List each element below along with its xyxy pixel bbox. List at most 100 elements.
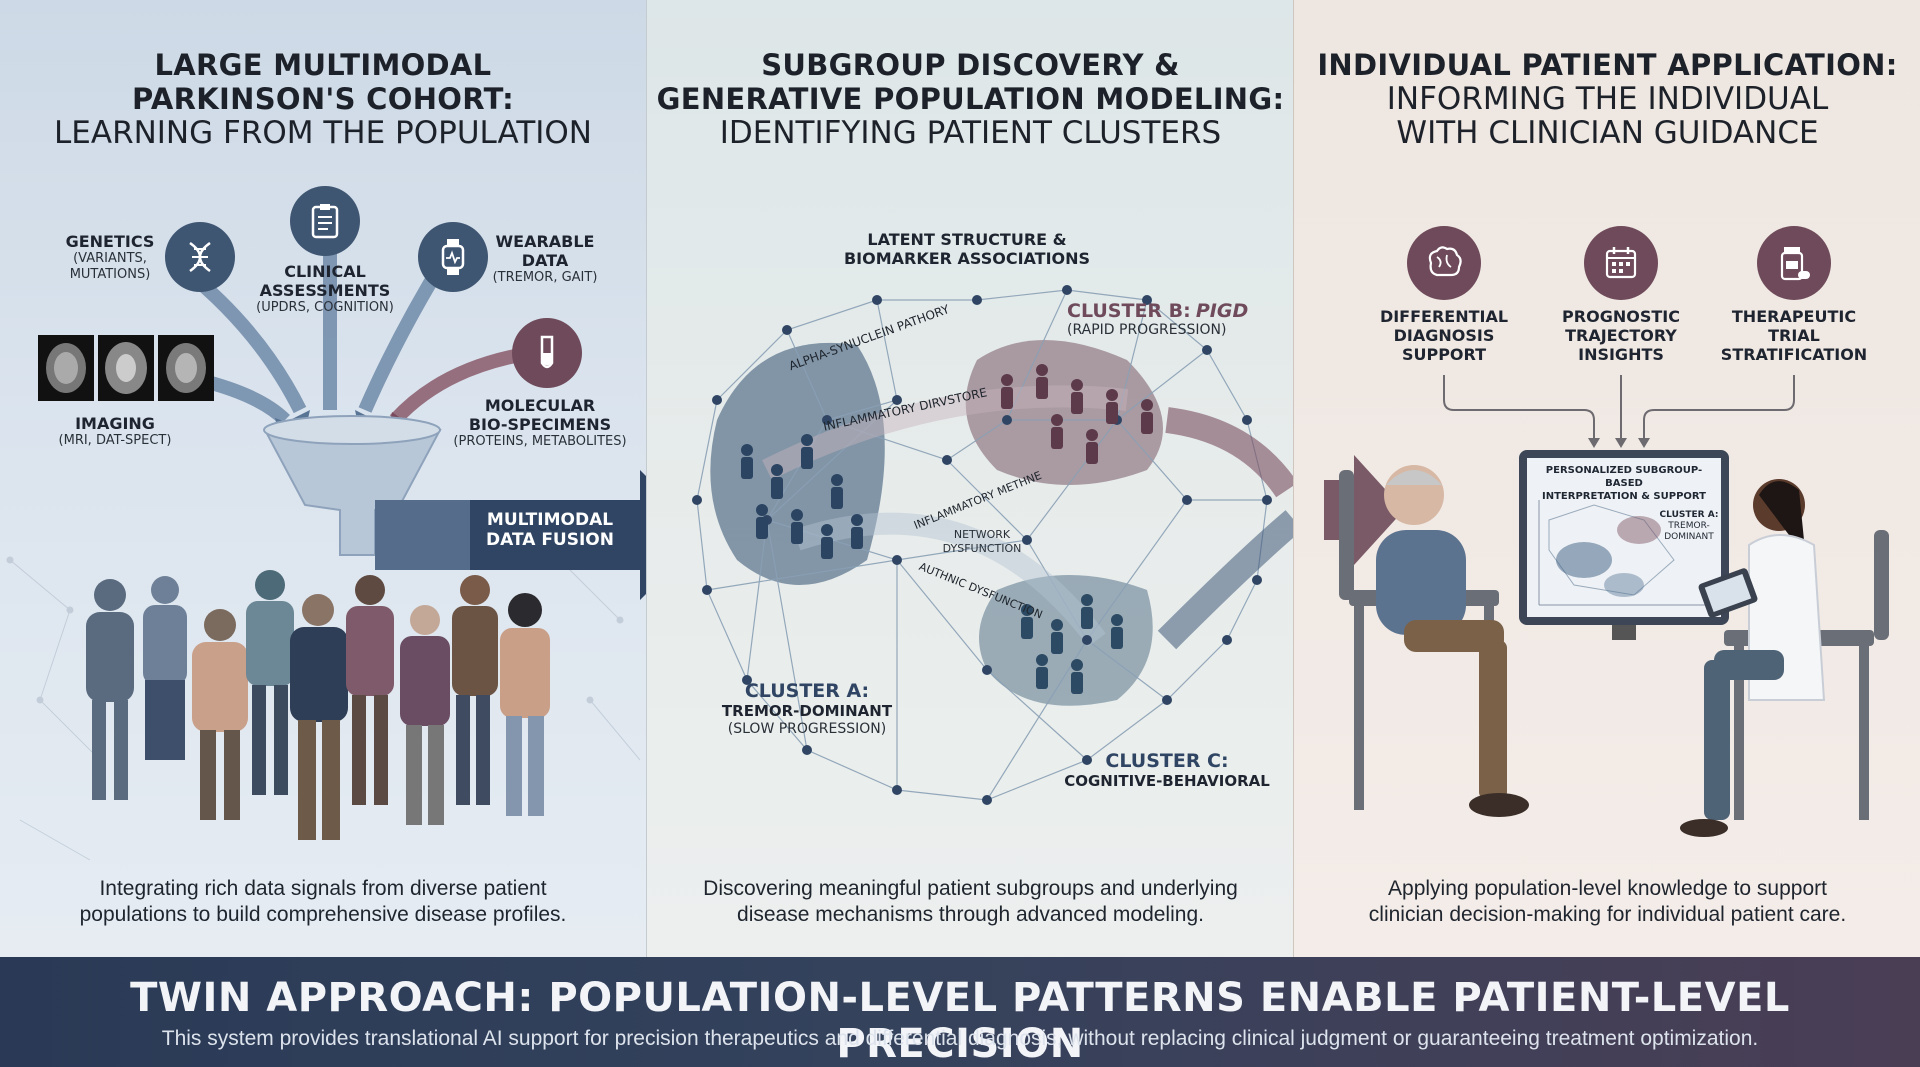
imaging-label: IMAGING (MRI, DAT-SPECT)	[45, 414, 185, 449]
cluster-c-type: COGNITIVE-BEHAVIORAL	[1064, 772, 1270, 790]
cluster-a-type: TREMOR-DOMINANT	[721, 702, 893, 720]
cluster-c-label: CLUSTER C: COGNITIVE-BEHAVIORAL	[1047, 750, 1287, 791]
imaging-sub: (MRI, DAT-SPECT)	[58, 433, 172, 448]
latent-label-2: BIOMARKER ASSOCIATIONS	[843, 249, 1091, 268]
genetics-sub-2: MUTATIONS)	[69, 267, 151, 282]
clinician-figure	[1680, 479, 1826, 837]
panel2-network-graphic	[692, 285, 1294, 805]
item1-line2: DIAGNOSIS	[1393, 326, 1495, 345]
network-dysfunction-label: NETWORK DYSFUNCTION	[927, 528, 1037, 556]
panel3-graphics	[1324, 375, 1889, 837]
cluster-b-sub: (RAPID PROGRESSION)	[1067, 322, 1227, 338]
item3-line3: STRATIFICATION	[1720, 345, 1868, 364]
panel1-title-line1: LARGE MULTIMODAL	[154, 48, 492, 82]
cluster-b-type: PIGD	[1195, 300, 1249, 322]
cluster-a-name: CLUSTER A:	[744, 680, 870, 702]
genetics-sub-1: (VARIANTS,	[73, 251, 147, 266]
wearable-sub: (TREMOR, GAIT)	[492, 270, 598, 285]
panel2-caption-1: Discovering meaningful patient subgroups…	[703, 877, 1238, 900]
panel1-caption-2: populations to build comprehensive disea…	[79, 903, 567, 926]
genetics-heading: GENETICS	[65, 232, 155, 251]
cluster-a-sub: (SLOW PROGRESSION)	[727, 721, 887, 737]
item2-line3: INSIGHTS	[1578, 345, 1664, 364]
differential-diagnosis-label: DIFFERENTIAL DIAGNOSIS SUPPORT	[1364, 307, 1524, 364]
molecular-sub: (PROTEINS, METABOLITES)	[453, 434, 627, 449]
screen-cluster-1: CLUSTER A:	[1659, 510, 1719, 520]
footer-title: TWIN APPROACH: POPULATION-LEVEL PATTERNS…	[130, 975, 1790, 1067]
panel1-caption-1: Integrating rich data signals from diver…	[99, 877, 547, 900]
panel3-title-line2: INFORMING THE INDIVIDUAL	[1386, 81, 1829, 117]
footer-banner: TWIN APPROACH: POPULATION-LEVEL PATTERNS…	[0, 957, 1920, 1067]
panel-population-cohort: LARGE MULTIMODAL PARKINSON'S COHORT: LEA…	[0, 0, 646, 957]
panel3-caption-1: Applying population-level knowledge to s…	[1388, 877, 1827, 900]
panel3-title-line3: WITH CLINICIAN GUIDANCE	[1396, 115, 1819, 151]
item1-line1: DIFFERENTIAL	[1379, 307, 1509, 326]
panel3-title-line1: INDIVIDUAL PATIENT APPLICATION:	[1317, 48, 1898, 82]
panel1-title-line2: PARKINSON'S COHORT:	[132, 82, 514, 116]
calendar-icon	[1584, 226, 1658, 300]
latent-label-1: LATENT STRUCTURE &	[867, 230, 1067, 249]
cluster-b-name: CLUSTER B:	[1067, 300, 1191, 322]
brain-icon	[1407, 226, 1481, 300]
panel2-title-line2: GENERATIVE POPULATION MODELING:	[656, 82, 1285, 116]
smartwatch-icon	[418, 222, 488, 292]
screen-cluster-3: DOMINANT	[1664, 532, 1714, 542]
patient-figure	[1376, 465, 1529, 817]
network-label-1: NETWORK	[953, 528, 1011, 541]
wearable-label: WEARABLE DATA (TREMOR, GAIT)	[490, 232, 600, 286]
pill-bottle-icon	[1757, 226, 1831, 300]
footer-subtitle: This system provides translational AI su…	[161, 1027, 1759, 1050]
item3-line1: THERAPEUTIC	[1731, 307, 1857, 326]
item2-line1: PROGNOSTIC	[1562, 307, 1680, 326]
clipboard-icon	[290, 186, 360, 256]
panel3-title: INDIVIDUAL PATIENT APPLICATION: INFORMIN…	[1294, 48, 1920, 150]
diverse-patient-group	[86, 570, 550, 840]
panel2-title: SUBGROUP DISCOVERY & GENERATIVE POPULATI…	[647, 48, 1294, 150]
molecular-label: MOLECULAR BIO-SPECIMENS (PROTEINS, METAB…	[450, 396, 630, 450]
panel-subgroup-discovery: SUBGROUP DISCOVERY & GENERATIVE POPULATI…	[646, 0, 1294, 957]
brain-scan-images	[38, 335, 214, 401]
panel1-graphics	[6, 246, 646, 861]
panel2-caption: Discovering meaningful patient subgroups…	[647, 876, 1294, 928]
screen-cluster-label: CLUSTER A: TREMOR- DOMINANT	[1654, 510, 1724, 543]
fusion-label: MULTIMODAL DATA FUSION	[470, 510, 630, 550]
latent-structure-label: LATENT STRUCTURE & BIOMARKER ASSOCIATION…	[807, 230, 1127, 268]
wearable-heading-2: DATA	[521, 251, 569, 270]
item2-line2: TRAJECTORY	[1565, 326, 1677, 345]
screen-title: PERSONALIZED SUBGROUP-BASED INTERPRETATI…	[1529, 464, 1719, 503]
prognostic-trajectory-label: PROGNOSTIC TRAJECTORY INSIGHTS	[1541, 307, 1701, 364]
screen-title-2: INTERPRETATION & SUPPORT	[1542, 491, 1706, 502]
panel3-caption: Applying population-level knowledge to s…	[1294, 876, 1920, 928]
panel2-caption-2: disease mechanisms through advanced mode…	[737, 903, 1204, 926]
test-tube-icon	[512, 318, 582, 388]
panel1-title: LARGE MULTIMODAL PARKINSON'S COHORT: LEA…	[0, 48, 646, 150]
wearable-heading-1: WEARABLE	[495, 232, 595, 251]
panel2-title-line3: IDENTIFYING PATIENT CLUSTERS	[719, 115, 1222, 151]
cluster-c-name: CLUSTER C:	[1105, 750, 1229, 772]
item1-line3: SUPPORT	[1401, 345, 1487, 364]
screen-cluster-2: TREMOR-	[1668, 521, 1710, 531]
therapeutic-trial-label: THERAPEUTIC TRIAL STRATIFICATION	[1714, 307, 1874, 364]
genetics-label: GENETICS (VARIANTS, MUTATIONS)	[50, 232, 170, 283]
panel-individual-application: INDIVIDUAL PATIENT APPLICATION: INFORMIN…	[1293, 0, 1920, 957]
cluster-b-label: CLUSTER B: PIGD (RAPID PROGRESSION)	[1067, 300, 1267, 338]
clinical-heading-1: CLINICAL	[284, 262, 366, 281]
clinical-heading-2: ASSESSMENTS	[259, 281, 391, 300]
clinical-label: CLINICAL ASSESSMENTS (UPDRS, COGNITION)	[245, 262, 405, 316]
panel1-title-line3: LEARNING FROM THE POPULATION	[54, 115, 592, 151]
network-label-2: DYSFUNCTION	[942, 542, 1022, 555]
imaging-heading: IMAGING	[75, 414, 155, 433]
molecular-heading-2: BIO-SPECIMENS	[468, 415, 612, 434]
screen-title-1: PERSONALIZED SUBGROUP-BASED	[1545, 465, 1703, 489]
panel2-title-line1: SUBGROUP DISCOVERY &	[761, 48, 1180, 82]
molecular-heading-1: MOLECULAR	[484, 396, 596, 415]
clinical-sub: (UPDRS, COGNITION)	[256, 300, 394, 315]
panel1-caption: Integrating rich data signals from diver…	[0, 876, 646, 928]
cluster-a-label: CLUSTER A: TREMOR-DOMINANT (SLOW PROGRES…	[707, 680, 907, 737]
fusion-label-1: MULTIMODAL	[486, 510, 614, 530]
panel3-caption-2: clinician decision-making for individual…	[1368, 903, 1847, 926]
fusion-label-2: DATA FUSION	[486, 530, 614, 550]
dna-icon	[165, 222, 235, 292]
item3-line2: TRIAL	[1768, 326, 1820, 345]
